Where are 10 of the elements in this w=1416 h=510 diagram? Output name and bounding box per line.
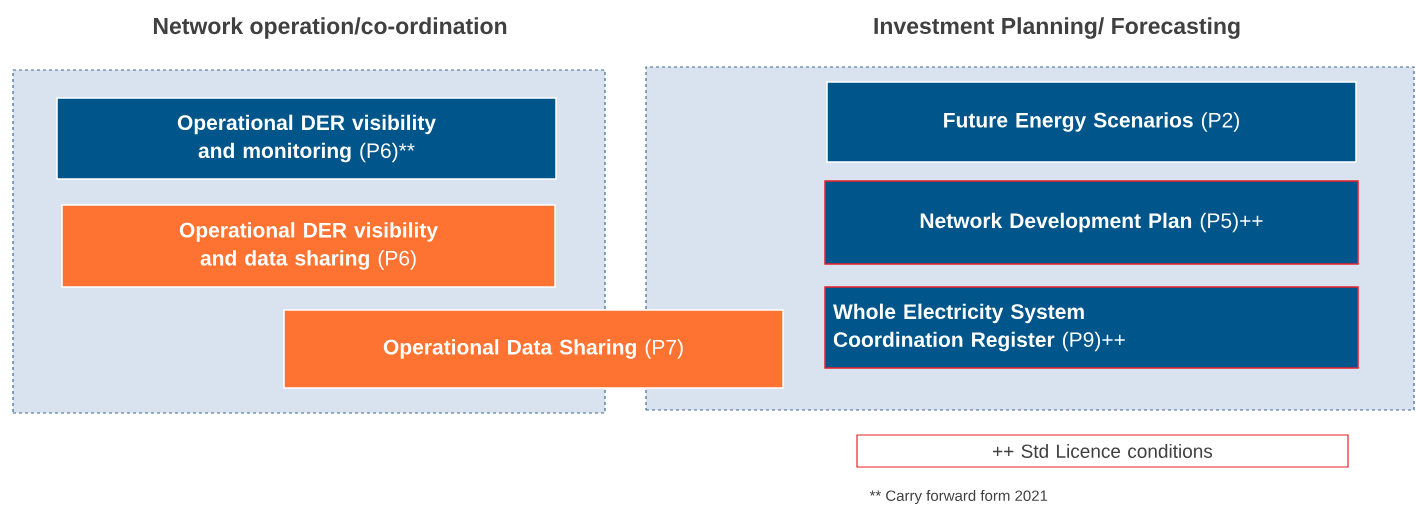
process-box: Whole Electricity System Coordination Register (P9)++ [824, 286, 1359, 369]
process-box: Operational DER visibility and monitoring (P6)** [56, 97, 557, 180]
process-box: Network Development Plan (P5)++ [824, 180, 1359, 265]
key-box: ++ Std Licence conditions [856, 434, 1349, 468]
process-box: Future Energy Scenarios (P2) [826, 81, 1357, 163]
node-label: Network operation/co-ordination [153, 17, 507, 39]
node-label: Investment Planning/ Forecasting [874, 17, 1240, 39]
process-box: Operational Data Sharing (P7) [283, 309, 784, 389]
note-text: ** Carry forward form 2021 [869, 490, 1048, 504]
process-box: Operational DER visibility and data sharing (P6) [61, 204, 556, 288]
